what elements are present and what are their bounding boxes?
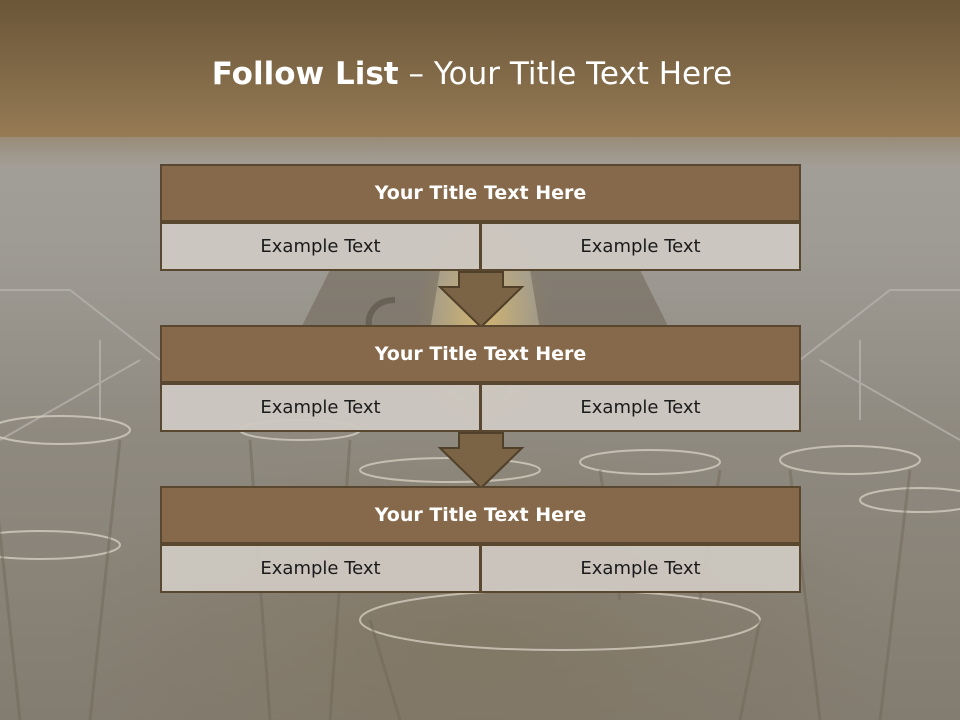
block-row: Example Text Example Text [160,222,801,271]
slide-title: Follow List – Your Title Text Here [0,56,944,92]
slide-title-rest: – Your Title Text Here [398,56,733,92]
example-text-cell: Example Text [160,544,481,593]
example-text-cell: Example Text [160,383,481,432]
list-block: Your Title Text Here Example Text Exampl… [160,325,801,432]
block-title: Your Title Text Here [160,325,801,383]
example-text-cell: Example Text [480,544,801,593]
example-text-cell: Example Text [160,222,481,271]
header-band [0,0,960,137]
block-row: Example Text Example Text [160,544,801,593]
down-arrow-icon [437,432,525,490]
block-title: Your Title Text Here [160,486,801,544]
example-text-cell: Example Text [480,222,801,271]
list-block: Your Title Text Here Example Text Exampl… [160,486,801,593]
list-block: Your Title Text Here Example Text Exampl… [160,164,801,271]
block-row: Example Text Example Text [160,383,801,432]
example-text-cell: Example Text [480,383,801,432]
slide-title-strong: Follow List [211,56,399,92]
block-title: Your Title Text Here [160,164,801,222]
down-arrow-icon [437,271,525,329]
header-shadow [0,137,960,167]
